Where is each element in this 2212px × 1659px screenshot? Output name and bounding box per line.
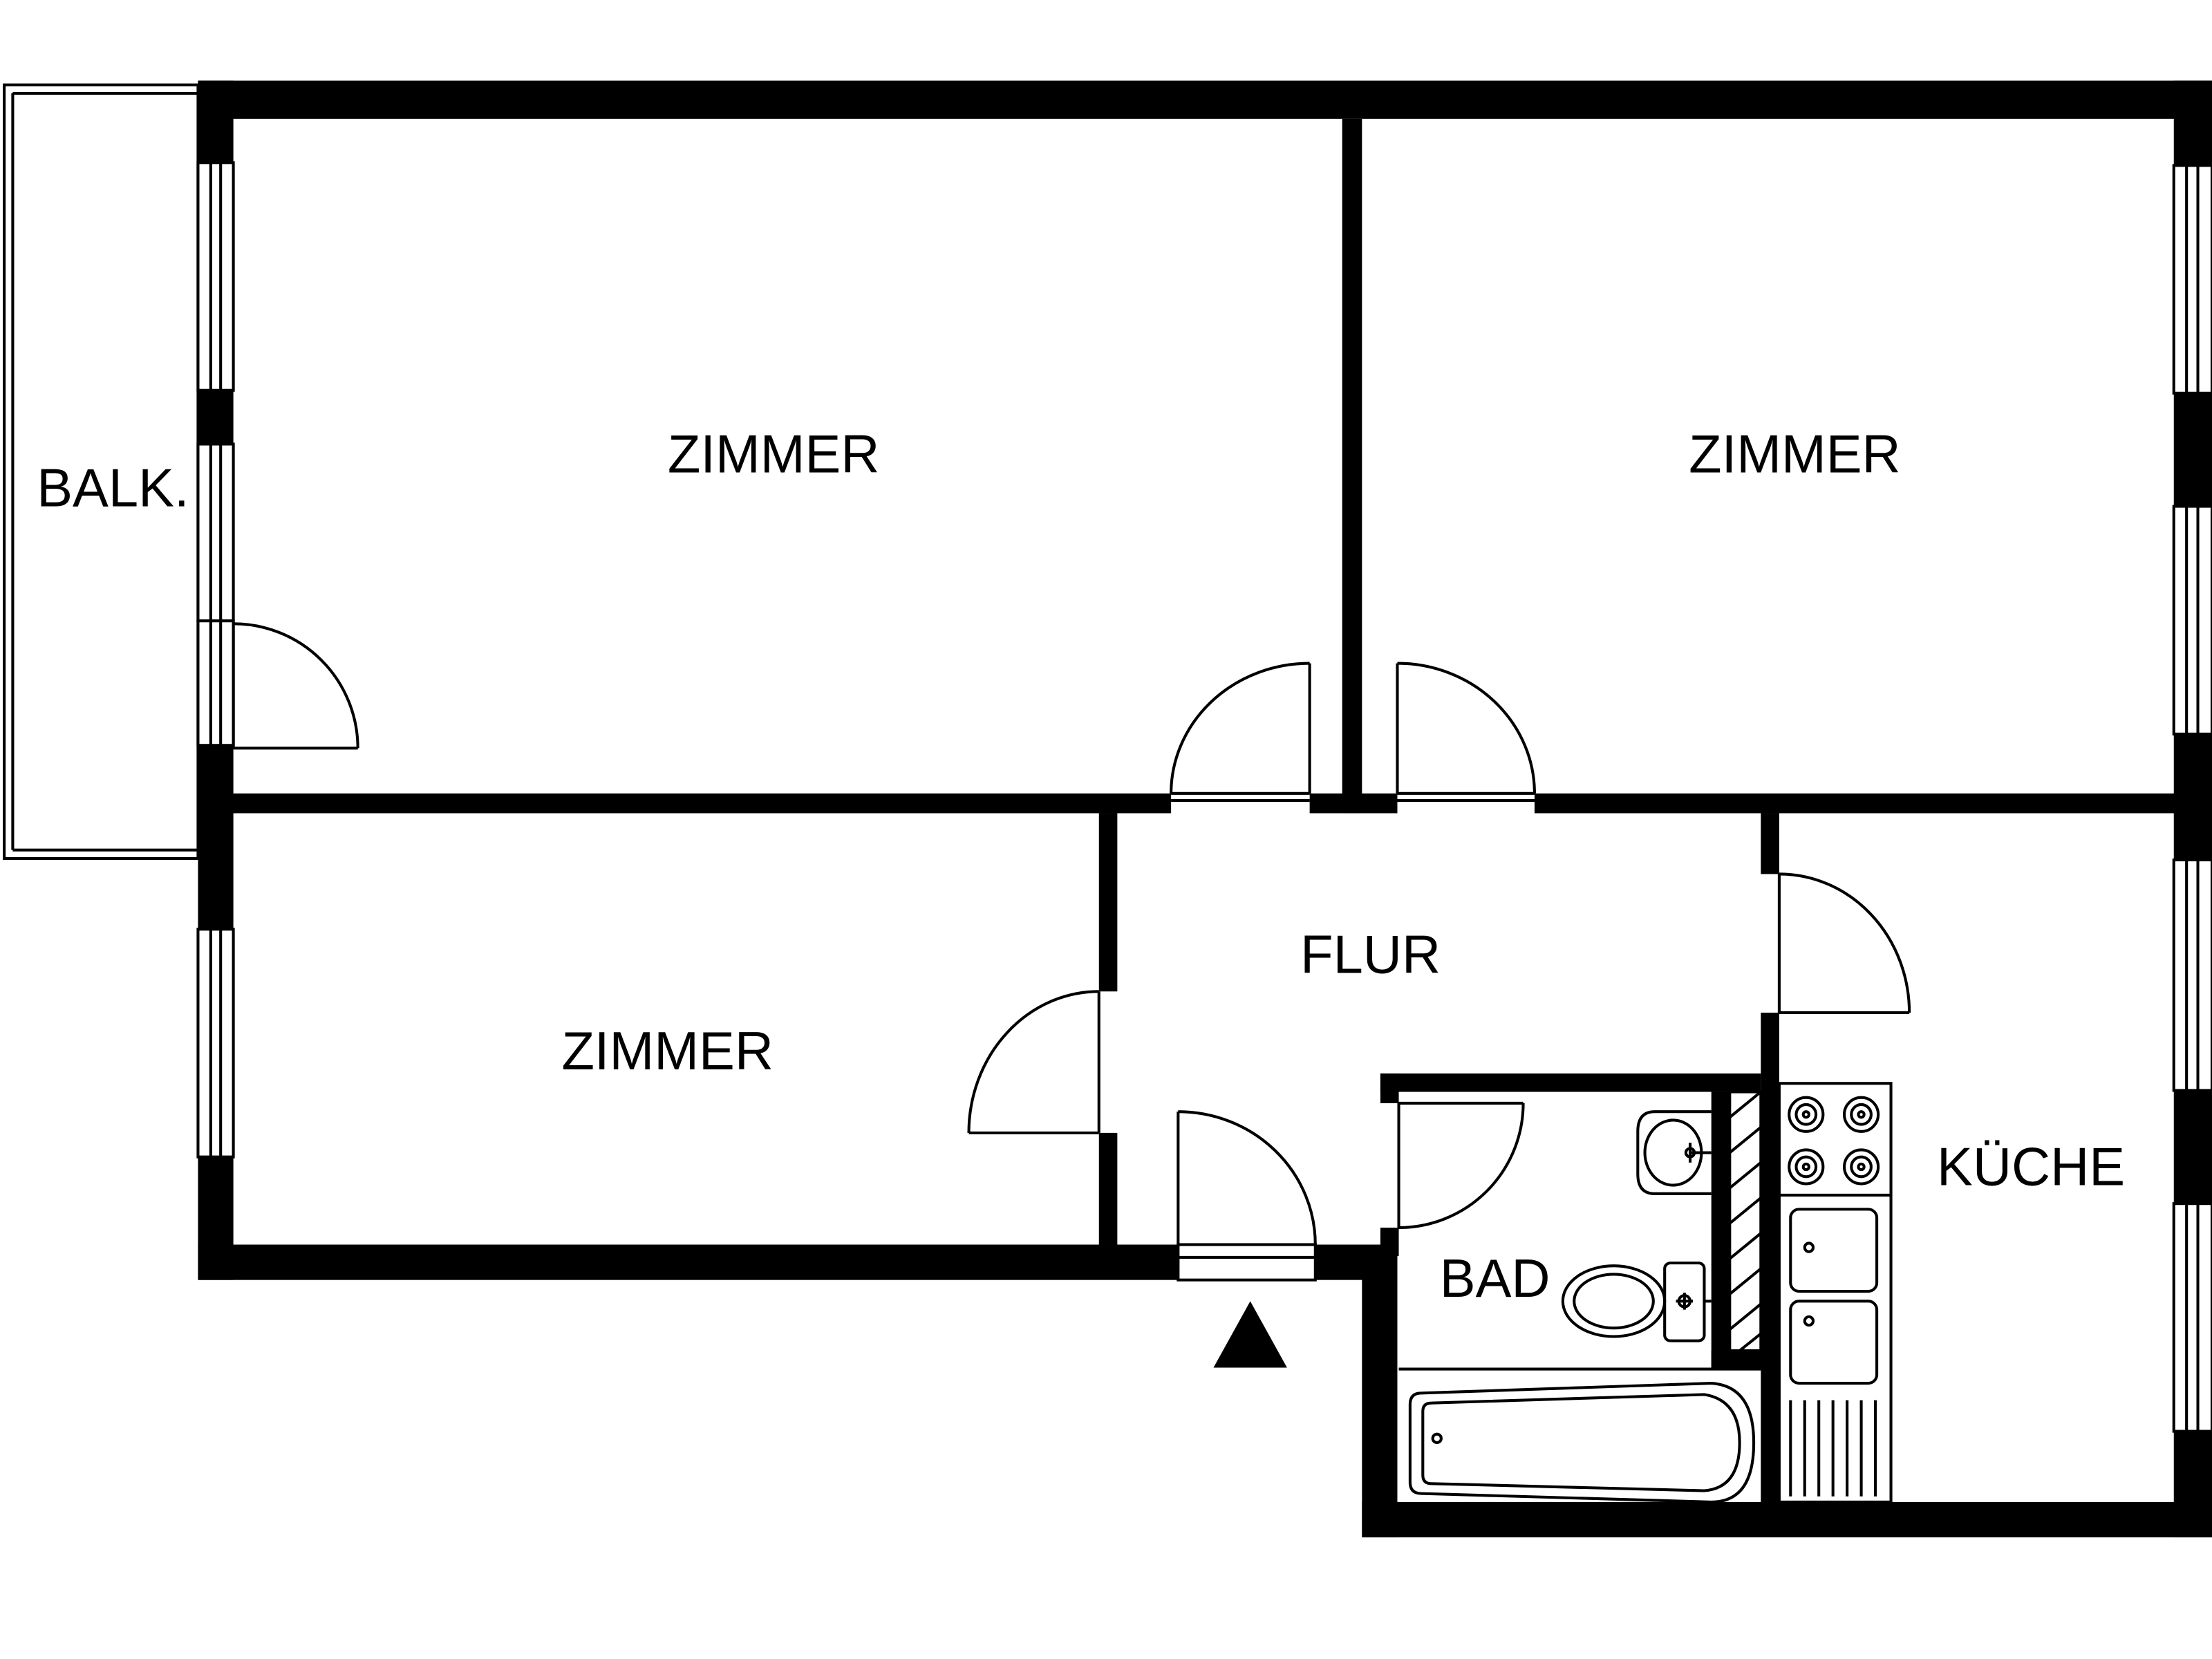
kitchen-counter — [1777, 1082, 1893, 1503]
kitchen-sink-icon — [1789, 1208, 1879, 1385]
entrance-arrow-icon — [1213, 1301, 1287, 1368]
stove-icon — [1788, 1096, 1880, 1185]
toilet-icon — [1561, 1262, 1712, 1342]
door-bathroom — [1397, 1101, 1525, 1230]
door-balcony — [232, 622, 359, 750]
door-room-bottom-left — [967, 990, 1100, 1134]
label-room-top-left: ZIMMER — [668, 424, 880, 484]
sink-icon — [1636, 1110, 1712, 1195]
label-balcony: BALK. — [37, 458, 189, 518]
bathtub-icon — [1408, 1381, 1756, 1503]
kitchen-drainer — [1789, 1400, 1877, 1497]
label-hallway: FLUR — [1300, 926, 1441, 985]
label-bathroom: BAD — [1440, 1249, 1550, 1309]
label-kitchen: KÜCHE — [1937, 1138, 2125, 1197]
label-room-top-right: ZIMMER — [1689, 424, 1901, 484]
walls — [198, 80, 2212, 1538]
utility-shaft — [1728, 1090, 1763, 1353]
doors — [232, 622, 1911, 1245]
door-room-top-right — [1396, 662, 1536, 803]
door-kitchen — [1777, 872, 1911, 1015]
label-room-bottom-left: ZIMMER — [561, 1022, 774, 1081]
windows — [196, 161, 2212, 1433]
door-entrance — [1177, 1110, 1317, 1245]
door-room-top-left — [1170, 662, 1311, 803]
